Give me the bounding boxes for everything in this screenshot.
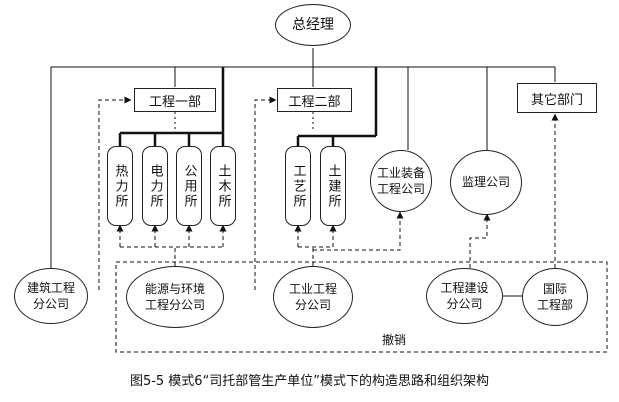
civil-institute-1: 土木所 [210, 146, 236, 226]
other-depts-label: 其它部门 [530, 92, 583, 108]
industrial-equipment-company: 工业装备 工程公司 [370, 150, 432, 212]
construction-branch: 建筑工程 分公司 [14, 268, 88, 324]
international-dept: 国际 工程部 [522, 268, 588, 326]
thermal-institute: 热力所 [107, 146, 133, 226]
ceo-node: 总经理 [275, 4, 351, 46]
engineering-dept-1-label: 工程一部 [148, 94, 201, 110]
utility-institute: 公用所 [176, 146, 202, 226]
industrial-equipment-line2: 工程公司 [376, 182, 425, 196]
construction-line2: 分公司 [32, 297, 69, 311]
industrial-line1: 工业工程 [288, 281, 337, 296]
engineering-dept-1: 工程一部 [134, 88, 216, 112]
supervision-company: 监理公司 [450, 150, 522, 215]
revoke-label: 撤销 [380, 333, 409, 348]
construction-line1: 建筑工程 [26, 280, 75, 295]
process-institute: 工艺所 [285, 146, 311, 226]
industrial-equipment-line1: 工业装备 [376, 165, 425, 180]
international-line1: 国际 [542, 281, 567, 296]
industrial-engineering-branch: 工业工程 分公司 [273, 266, 353, 328]
energy-line2: 工程分公司 [144, 298, 205, 312]
engineering-dept-2-label: 工程二部 [288, 94, 341, 110]
process-institute-label: 工艺所 [290, 163, 306, 209]
figure-caption: 图5-5 模式6“司托部管生产单位”模式下的构造思路和组织架构 [129, 374, 490, 389]
ceo-label: 总经理 [292, 16, 334, 33]
thermal-institute-label: 热力所 [112, 163, 128, 209]
other-depts: 其它部门 [517, 83, 597, 113]
civil-institute-2: 土建所 [320, 146, 346, 226]
industrial-line2: 分公司 [294, 298, 331, 312]
eng-construction-line1: 工程建设 [440, 280, 489, 295]
energy-environment-branch: 能源与环境 工程分公司 [126, 266, 224, 328]
engineering-dept-2: 工程二部 [277, 88, 352, 112]
utility-institute-label: 公用所 [181, 163, 197, 209]
power-institute-label: 电力所 [147, 163, 163, 209]
power-institute: 电力所 [142, 146, 168, 226]
international-line2: 工程部 [536, 298, 573, 312]
energy-line1: 能源与环境 [144, 281, 205, 296]
eng-construction-line2: 分公司 [446, 297, 483, 311]
civil-institute-2-label: 土建所 [325, 163, 341, 209]
engineering-construction-branch: 工程建设 分公司 [426, 268, 503, 324]
civil-institute-1-label: 土木所 [215, 163, 231, 209]
supervision-label: 监理公司 [461, 175, 510, 190]
